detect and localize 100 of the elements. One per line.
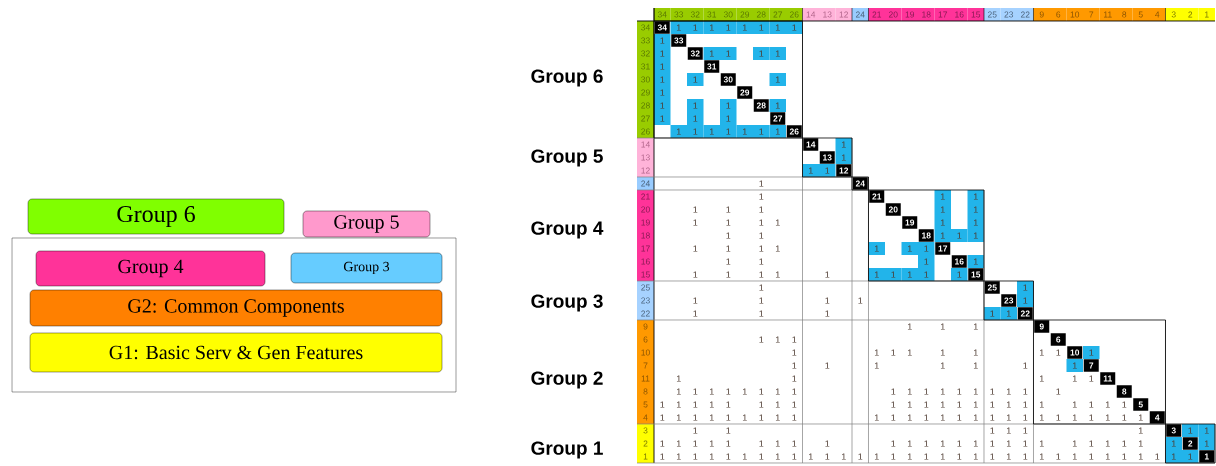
matrix-entry: 1 <box>775 388 780 395</box>
matrix-entry: 1 <box>792 362 797 369</box>
group-box: G1: Basic Serv & Gen Features <box>29 332 443 373</box>
matrix-entry: 1 <box>709 401 714 408</box>
diagonal-cell: 32 <box>687 47 703 60</box>
matrix-entry: 1 <box>709 453 714 460</box>
matrix-entry: 1 <box>1089 401 1094 408</box>
diagonal-cell: 28 <box>753 99 769 112</box>
matrix-entry: 1 <box>1006 440 1011 447</box>
matrix-entry: 1 <box>726 258 731 265</box>
diagonal-cell: 20 <box>885 203 901 216</box>
matrix-entry: 1 <box>940 453 945 460</box>
matrix-entry: 1 <box>726 219 731 226</box>
matrix-entry: 1 <box>891 440 896 447</box>
matrix-entry: 1 <box>1138 427 1143 434</box>
matrix-entry: 1 <box>693 206 698 213</box>
matrix-entry: 1 <box>792 336 797 343</box>
group-label: Group 6 <box>531 69 603 87</box>
matrix-entry: 1 <box>973 388 978 395</box>
matrix-entry: 1 <box>726 414 731 421</box>
matrix-entry: 1 <box>1122 440 1127 447</box>
diagonal-cell: 8 <box>1116 385 1132 398</box>
matrix-entry: 1 <box>1006 453 1011 460</box>
matrix-entry: 1 <box>676 388 681 395</box>
matrix-entry: 1 <box>907 440 912 447</box>
diagonal-cell: 18 <box>918 229 934 242</box>
matrix-entry: 1 <box>990 427 995 434</box>
matrix-entry: 1 <box>759 219 764 226</box>
matrix-entry: 1 <box>753 47 770 60</box>
group-box: G2: Common Components <box>29 289 443 327</box>
matrix-entry: 1 <box>660 401 665 408</box>
matrix-entry: 1 <box>775 245 780 252</box>
matrix-entry: 1 <box>957 453 962 460</box>
matrix-entry: 1 <box>951 229 968 242</box>
matrix-entry: 1 <box>720 112 737 125</box>
matrix-entry: 1 <box>891 388 896 395</box>
matrix-entry: 1 <box>759 414 764 421</box>
matrix-entry: 1 <box>1089 440 1094 447</box>
matrix-entry: 1 <box>891 401 896 408</box>
matrix-entry: 1 <box>676 414 681 421</box>
matrix-entry: 1 <box>940 414 945 421</box>
matrix-entry: 1 <box>687 112 704 125</box>
matrix-entry: 1 <box>1072 414 1077 421</box>
diagonal-cell: 22 <box>1017 307 1033 320</box>
group-box: Group 6 <box>27 198 285 235</box>
diagonal-cell: 11 <box>1100 372 1116 385</box>
matrix-entry: 1 <box>1039 440 1044 447</box>
diagonal-cell: 15 <box>968 268 984 281</box>
matrix-entry: 1 <box>891 414 896 421</box>
diagonal-cell: 6 <box>1050 333 1066 346</box>
matrix-entry: 1 <box>726 388 731 395</box>
matrix-entry: 1 <box>759 206 764 213</box>
group-frame <box>11 237 457 393</box>
matrix-entry: 1 <box>940 401 945 408</box>
matrix-entry: 1 <box>660 440 665 447</box>
matrix-entry: 1 <box>693 401 698 408</box>
matrix-entry: 1 <box>1023 362 1028 369</box>
matrix-entry: 1 <box>693 388 698 395</box>
matrix-entry: 1 <box>693 271 698 278</box>
group-label: Group 2 <box>531 371 603 389</box>
matrix-entry: 1 <box>759 180 764 187</box>
matrix-entry: 1 <box>792 388 797 395</box>
matrix-entry: 1 <box>1105 453 1110 460</box>
matrix-entry: 1 <box>924 440 929 447</box>
diagonal-cell: 2 <box>1182 437 1198 450</box>
matrix-entry: 1 <box>759 258 764 265</box>
matrix-entry: 1 <box>742 414 747 421</box>
matrix-entry: 1 <box>759 401 764 408</box>
matrix-entry: 1 <box>907 453 912 460</box>
diagonal-cell: 30 <box>720 73 736 86</box>
matrix-entry: 1 <box>693 440 698 447</box>
matrix-entry: 1 <box>660 414 665 421</box>
matrix-entry: 1 <box>1023 440 1028 447</box>
matrix-entry: 1 <box>990 401 995 408</box>
matrix-entry: 1 <box>907 388 912 395</box>
matrix-entry: 1 <box>1105 440 1110 447</box>
matrix-entry: 1 <box>720 47 737 60</box>
group-label: Group 5 <box>531 149 603 167</box>
matrix-entry: 1 <box>918 242 935 255</box>
matrix-entry: 1 <box>1056 349 1061 356</box>
matrix-entry: 1 <box>1122 401 1127 408</box>
matrix-entry: 1 <box>918 268 935 281</box>
matrix-entry: 1 <box>759 310 764 317</box>
matrix-entry: 1 <box>973 323 978 330</box>
matrix-entry: 1 <box>973 414 978 421</box>
matrix-entry: 1 <box>1023 401 1028 408</box>
matrix-entry: 1 <box>1089 453 1094 460</box>
matrix-entry: 1 <box>957 414 962 421</box>
matrix-entry: 1 <box>1105 401 1110 408</box>
matrix-entry: 1 <box>924 453 929 460</box>
matrix-entry: 1 <box>1039 349 1044 356</box>
matrix-entry: 1 <box>990 440 995 447</box>
matrix-entry: 1 <box>940 440 945 447</box>
matrix-entry: 1 <box>720 99 737 112</box>
matrix-entry: 1 <box>957 440 962 447</box>
diagonal-cell: 7 <box>1083 359 1099 372</box>
matrix-entry: 1 <box>792 401 797 408</box>
matrix-entry: 1 <box>973 401 978 408</box>
matrix-entry: 1 <box>693 297 698 304</box>
matrix-entry: 1 <box>858 297 863 304</box>
